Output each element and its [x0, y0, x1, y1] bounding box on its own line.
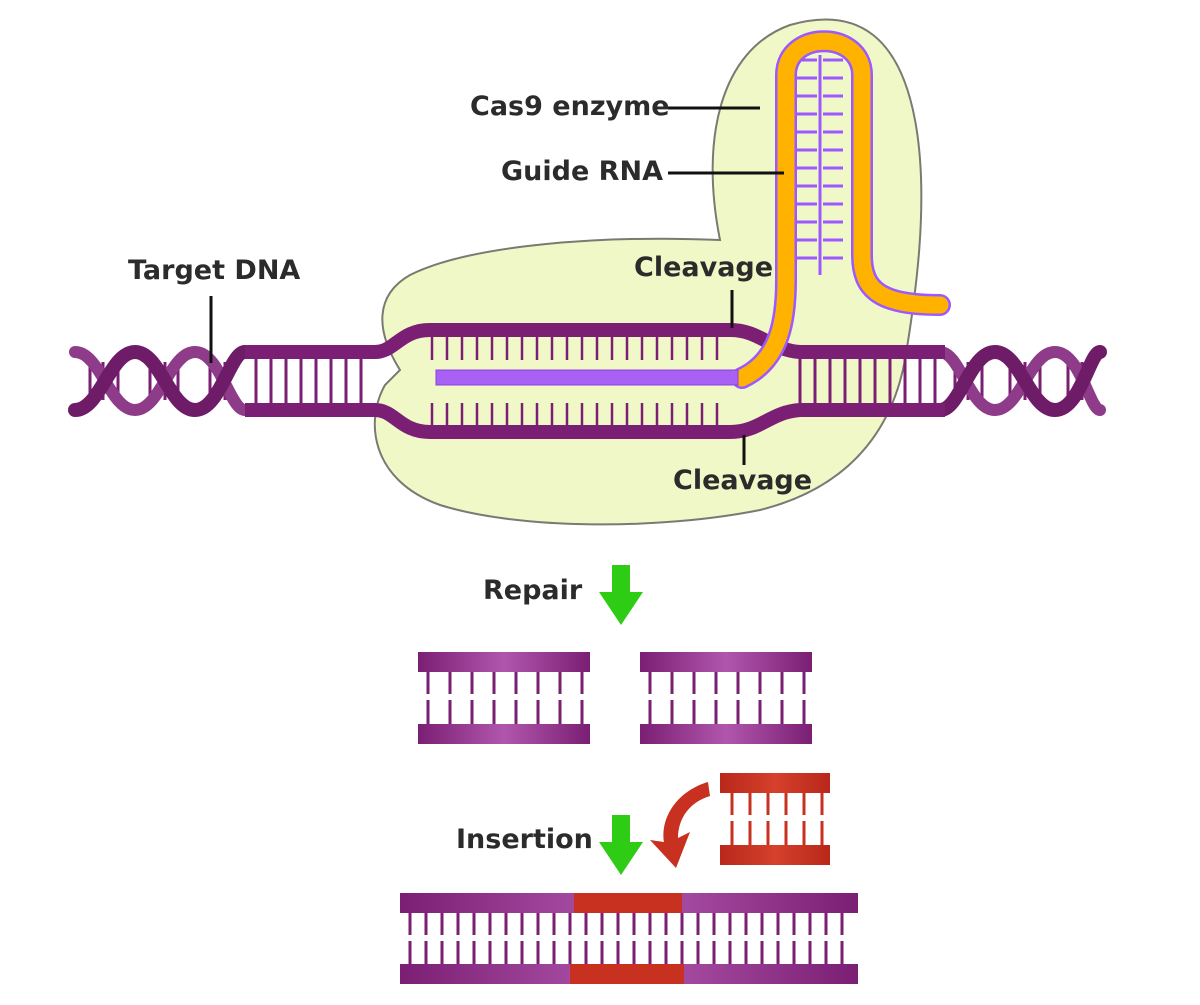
final-inserted-top	[574, 893, 682, 913]
guide-rna-target-strand	[435, 369, 739, 386]
dna-fragment-right	[640, 652, 812, 744]
repair-label: Repair	[483, 575, 583, 606]
target-dna-label: Target DNA	[128, 255, 301, 286]
insertion-curved-arrow-icon	[650, 782, 710, 868]
insert-dna-fragment	[720, 773, 830, 865]
dna-fragment-left	[418, 652, 590, 744]
final-inserted-bottom	[570, 964, 684, 984]
dna-bottom-strand	[245, 403, 945, 439]
right-dna-helix	[933, 344, 1107, 418]
left-helix-strand-front	[68, 344, 252, 418]
cleavage-top-label: Cleavage	[634, 252, 774, 283]
guide-rna-backbone	[733, 32, 949, 387]
guide-rna-label: Guide RNA	[501, 156, 663, 187]
insertion-arrow-icon	[599, 815, 643, 875]
target-dna-ladder	[245, 323, 945, 439]
right-helix-strand-front	[933, 344, 1107, 418]
guide-rna	[435, 30, 951, 389]
cleavage-bottom-label: Cleavage	[673, 465, 813, 496]
repair-arrow-icon	[599, 565, 643, 625]
insertion-label: Insertion	[456, 824, 593, 855]
cas9-enzyme-label: Cas9 enzyme	[470, 91, 670, 122]
left-dna-helix	[68, 344, 252, 418]
final-edited-dna	[400, 893, 858, 984]
